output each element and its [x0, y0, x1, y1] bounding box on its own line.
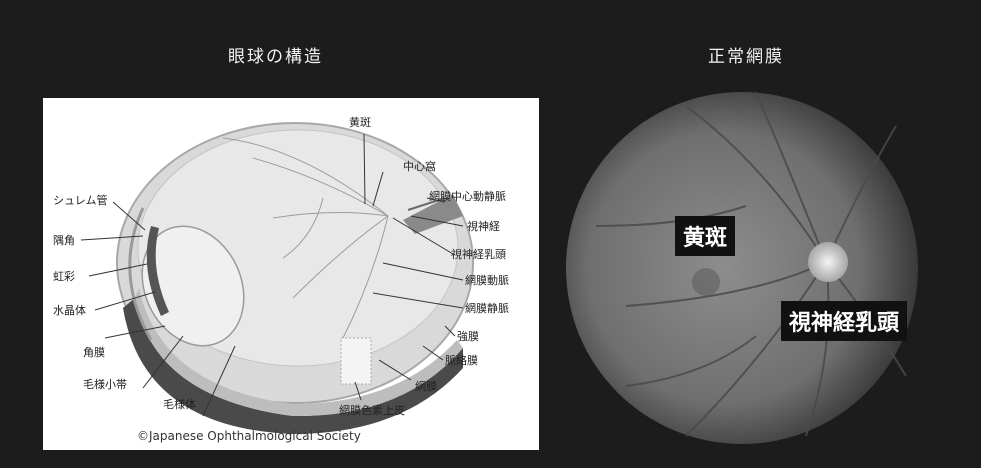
label-schlemm-canal: シュレム管: [53, 193, 108, 207]
label-macula: 黄斑: [349, 115, 371, 129]
label-central-retinal-vessels: 網膜中心動静脈: [429, 189, 506, 203]
label-cornea: 角膜: [83, 346, 105, 359]
label-angle: 隅角: [53, 234, 75, 247]
macula-tag: 黄斑: [675, 216, 735, 256]
label-choroid: 脈絡膜: [445, 353, 478, 367]
label-retinal-vein: 網膜静脈: [465, 301, 509, 315]
label-fovea: 中心窩: [403, 159, 436, 173]
label-iris: 虹彩: [53, 270, 75, 283]
label-retinal-artery: 網膜動脈: [465, 273, 509, 287]
label-retina: 網膜: [415, 379, 437, 393]
label-optic-nerve: 視神経: [467, 219, 500, 233]
eye-cross-section-illustration: 黄斑 中心窩 網膜中心動静脈 視神経 視神経乳頭 網膜動脈 網膜静脈 強膜 脈絡…: [43, 98, 539, 450]
label-lens: 水晶体: [53, 303, 86, 317]
normal-retina-title: 正常網膜: [708, 42, 784, 67]
optic-disc-tag: 視神経乳頭: [781, 301, 907, 341]
label-ciliary-body: 毛様体: [163, 397, 196, 411]
retina-fundus-image: [566, 86, 918, 450]
copyright-text: ©Japanese Ophthalmological Society: [137, 429, 361, 443]
eye-structure-title: 眼球の構造: [228, 42, 323, 67]
fundus-photo: [566, 86, 918, 450]
label-sclera: 強膜: [457, 330, 479, 343]
label-zonule: 毛様小帯: [83, 377, 127, 391]
label-optic-disc: 視神経乳頭: [451, 247, 506, 261]
label-rpe: 網膜色素上皮: [339, 403, 405, 417]
eye-diagram-panel: 黄斑 中心窩 網膜中心動静脈 視神経 視神経乳頭 網膜動脈 網膜静脈 強膜 脈絡…: [43, 98, 539, 450]
